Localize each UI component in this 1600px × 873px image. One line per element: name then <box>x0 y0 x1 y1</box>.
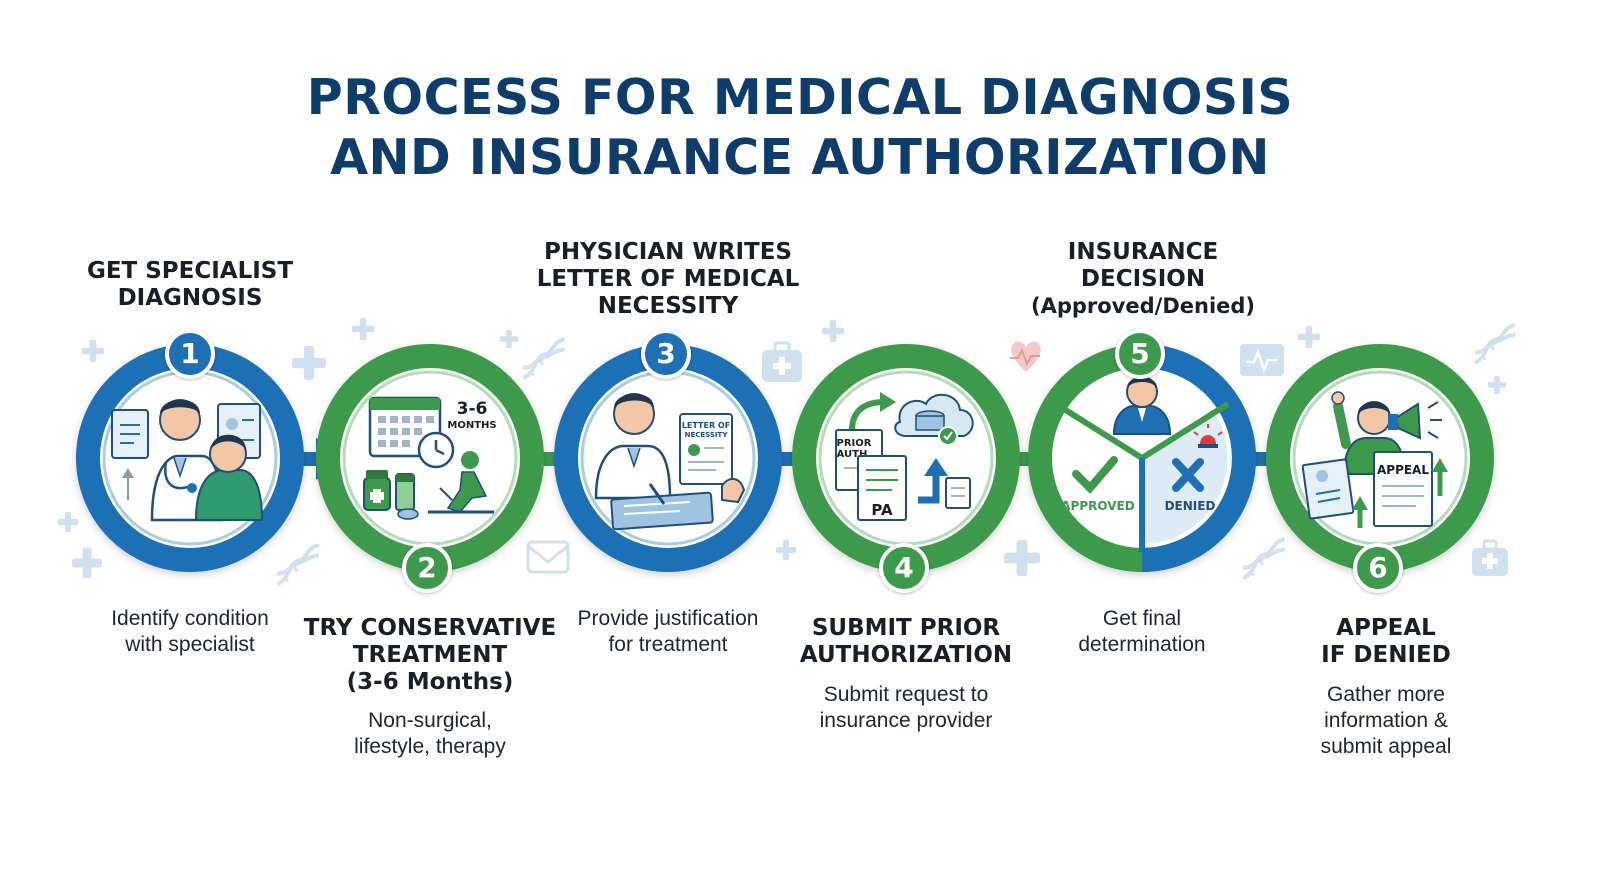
plus-icon <box>776 540 796 560</box>
heart-pulse-icon <box>1010 341 1041 372</box>
step-5-desc-line: determination <box>1078 633 1206 656</box>
step-6-title-line: APPEAL <box>1336 615 1436 641</box>
denied-label: DENIED <box>1165 499 1216 513</box>
title-line-1: PROCESS FOR MEDICAL DIAGNOSIS <box>306 69 1294 126</box>
step-2-title-line: TREATMENT <box>352 642 508 668</box>
step-6-desc-line: Gather more <box>1327 683 1445 706</box>
step-6-description: Gather more information & submit appeal <box>1256 682 1516 760</box>
approved-label: APPROVED <box>1061 499 1134 513</box>
prior-auth-upload-icon: PRIOR AUTH PA <box>835 392 974 521</box>
step-5-desc-line: Get final <box>1102 607 1182 630</box>
alarm-light-icon <box>1193 424 1223 448</box>
step-4-desc-line: insurance provider <box>819 709 993 732</box>
step-3-title-line: NECESSITY <box>597 293 739 319</box>
appeal-doc-label: APPEAL <box>1377 463 1429 477</box>
letter-title-line-2: NECESSITY <box>685 431 729 439</box>
medical-kit-icon <box>762 341 802 382</box>
step-4-title: SUBMIT PRIOR AUTHORIZATION <box>776 615 1036 669</box>
step-3-title-line: LETTER OF MEDICAL <box>536 266 800 292</box>
step-5-title-sub: (Approved/Denied) <box>1030 294 1256 318</box>
step-1-title-line: GET SPECIALIST <box>86 258 294 284</box>
step-4-description: Submit request to insurance provider <box>776 682 1036 734</box>
plus-icon <box>1004 540 1040 576</box>
calendar-therapy-icon: 3-6 MONTHS <box>363 396 497 520</box>
step-1-title: GET SPECIALIST DIAGNOSIS <box>60 258 320 312</box>
step-3-desc-line: Provide justification <box>577 607 759 630</box>
step-6-title: APPEAL IF DENIED <box>1266 615 1506 669</box>
step-4-desc-line: Submit request to <box>823 683 989 706</box>
medical-kit-icon <box>1472 539 1508 576</box>
plus-icon <box>1298 326 1320 348</box>
background-decorations <box>58 318 1517 587</box>
page-title: PROCESS FOR MEDICAL DIAGNOSIS AND INSURA… <box>0 68 1600 188</box>
plus-icon <box>82 340 104 362</box>
step-3-circle <box>554 344 782 572</box>
step-2-title-sub: (3-6 Months) <box>346 669 514 695</box>
plus-icon <box>822 320 844 342</box>
step-2-description: Non-surgical, lifestyle, therapy <box>300 708 560 760</box>
title-line-2: AND INSURANCE AUTHORIZATION <box>330 129 1270 186</box>
step-2-title: TRY CONSERVATIVE TREATMENT (3-6 Months) <box>290 615 570 696</box>
plus-icon <box>292 346 326 380</box>
step-5-title-line: DECISION <box>1080 266 1206 292</box>
appeal-megaphone-icon: APPEAL <box>1301 391 1448 528</box>
dna-icon <box>521 337 567 381</box>
step-1-number-badge: 1 <box>165 329 215 379</box>
plus-icon <box>352 318 374 340</box>
step-3-desc-line: for treatment <box>608 633 728 656</box>
step-5-description: Get final determination <box>1012 606 1272 658</box>
step-6-title-line: IF DENIED <box>1321 642 1451 668</box>
plus-icon <box>1488 376 1506 394</box>
step-5-title-line: INSURANCE <box>1067 239 1219 265</box>
envelope-icon <box>526 540 570 574</box>
step-6-desc-line: submit appeal <box>1320 735 1452 758</box>
letter-title-line-1: LETTER OF <box>682 421 730 430</box>
pa-label: PA <box>871 501 893 519</box>
prior-auth-line-1: PRIOR <box>837 438 872 449</box>
step-3-title: PHYSICIAN WRITES LETTER OF MEDICAL NECES… <box>518 239 818 320</box>
physician-writing-letter-icon: LETTER OF NECESSITY <box>594 393 746 531</box>
step-5-number-badge: 5 <box>1115 329 1165 379</box>
months-range-label: 3-6 <box>457 399 488 419</box>
step-5-title: INSURANCE DECISION (Approved/Denied) <box>1008 239 1278 320</box>
step-4-title-line: SUBMIT PRIOR <box>811 615 1001 641</box>
plus-icon <box>58 512 78 532</box>
step-1-desc-line: with specialist <box>125 633 255 656</box>
months-unit-label: MONTHS <box>447 420 496 431</box>
dna-icon <box>1241 537 1287 581</box>
step-2-desc-line: Non-surgical, <box>368 709 492 732</box>
step-1-desc-line: Identify condition <box>111 607 269 630</box>
step-6-number-badge: 6 <box>1353 543 1403 593</box>
plus-icon <box>72 548 102 578</box>
step-3-description: Provide justification for treatment <box>538 606 798 658</box>
step-6-desc-line: information & <box>1324 709 1448 732</box>
monitor-pulse-icon <box>1240 344 1284 376</box>
step-4-number-badge: 4 <box>879 543 929 593</box>
step-3-title-line: PHYSICIAN WRITES <box>544 239 792 265</box>
step-1-title-line: DIAGNOSIS <box>117 285 263 311</box>
dna-icon <box>275 543 321 587</box>
decision-split-icon: APPROVED DENIED <box>1061 376 1223 513</box>
prior-auth-line-2: AUTH <box>837 449 868 460</box>
step-3-number-badge: 3 <box>641 329 691 379</box>
dna-icon <box>1473 323 1517 365</box>
step-1-description: Identify condition with specialist <box>60 606 320 658</box>
doctor-examining-patient-icon <box>111 399 264 522</box>
step-4-title-line: AUTHORIZATION <box>799 642 1013 668</box>
step-2-desc-line: lifestyle, therapy <box>354 735 506 758</box>
plus-icon <box>500 330 518 348</box>
step-2-title-line: TRY CONSERVATIVE <box>303 615 557 641</box>
step-2-number-badge: 2 <box>402 543 452 593</box>
